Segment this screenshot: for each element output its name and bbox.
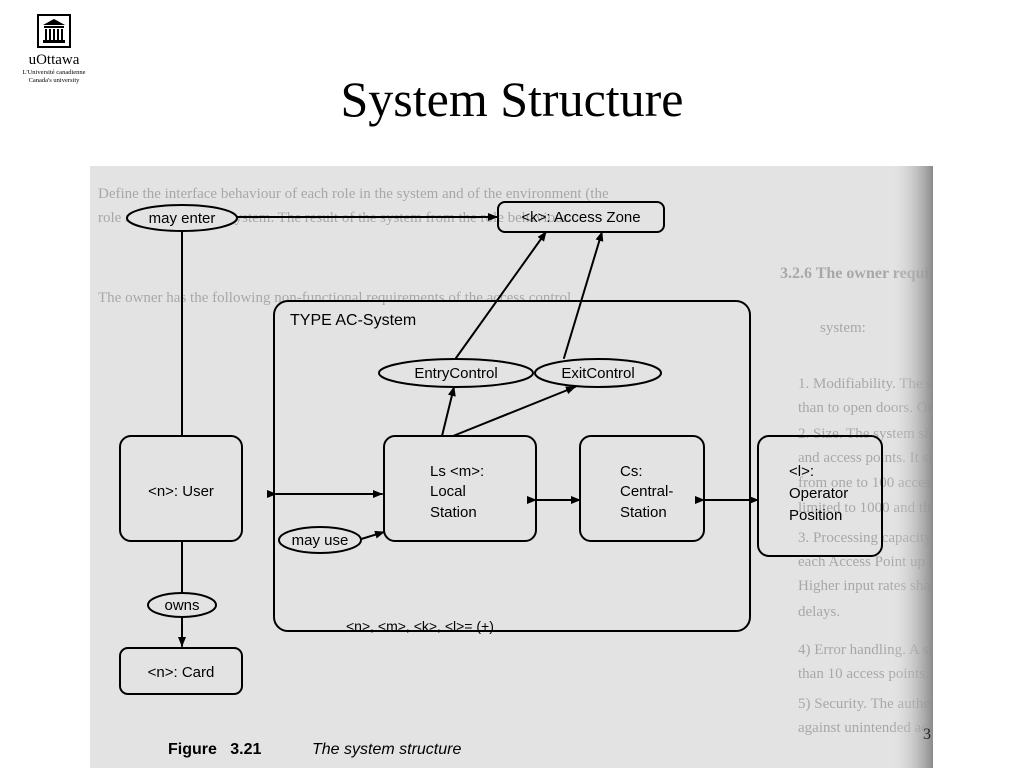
university-logo: uOttawa L'Université canadienne Canada's… <box>8 14 100 85</box>
operator-position-line-1: <l>: <box>789 463 814 480</box>
local-station-line-3: Station <box>430 504 477 521</box>
central-station-box <box>579 435 705 542</box>
central-station-line-3: Station <box>620 504 667 521</box>
entry-control-ellipse <box>378 358 534 388</box>
logo-name: uOttawa <box>28 52 80 68</box>
scanned-figure: Define the interface behaviour of each r… <box>90 166 933 768</box>
access-zone-box <box>497 201 665 233</box>
scan-text-line: delays. <box>798 604 840 620</box>
logo-tagline-fr: L'Université canadienne <box>22 69 86 76</box>
slide-title: System Structure <box>340 71 684 127</box>
operator-position-line-3: Position <box>789 507 842 524</box>
access-zone-label: <k>: Access Zone <box>521 209 640 226</box>
card-label: <n>: Card <box>148 664 215 681</box>
ac-system-label: TYPE AC-System <box>290 312 416 329</box>
local-station-line-1: Ls <m>: <box>430 463 484 480</box>
scan-text-line: The owner has the following non-function… <box>98 290 571 306</box>
operator-position-line-2: Operator <box>789 485 848 502</box>
may-enter-ellipse <box>126 204 238 232</box>
exit-control-label: ExitControl <box>561 365 634 382</box>
central-station-line-2: Central- <box>620 483 673 500</box>
central-station-line-1: Cs: <box>620 463 643 480</box>
system-structure-diagram: Define the interface behaviour of each r… <box>98 166 933 768</box>
may-use-label: may use <box>292 532 349 549</box>
multiplicity-equation: <n>, <m>, <k>, <l>= (+) <box>346 618 494 634</box>
user-label: <n>: User <box>148 483 214 500</box>
ac-system-box <box>273 300 751 632</box>
scan-text-line: Define the interface behaviour of each r… <box>98 186 609 202</box>
scan-text-line: system: <box>820 320 866 336</box>
local-station-line-2: Local <box>430 483 466 500</box>
building-icon <box>37 14 71 48</box>
figure-caption-text: The system structure <box>312 741 461 758</box>
may-enter-label: may enter <box>149 210 216 227</box>
user-box <box>119 435 243 542</box>
card-box <box>119 647 243 695</box>
exit-control-ellipse <box>534 358 662 388</box>
operator-position-box <box>757 435 883 557</box>
logo-tagline-en: Canada's university <box>28 77 80 84</box>
figure-caption-label: Figure 3.21 <box>168 741 261 758</box>
owns-ellipse <box>147 592 217 618</box>
owns-label: owns <box>164 597 199 614</box>
entry-control-label: EntryControl <box>414 365 497 382</box>
page-number: 3 <box>923 726 931 743</box>
local-station-box <box>383 435 537 542</box>
may-use-ellipse <box>278 526 362 554</box>
